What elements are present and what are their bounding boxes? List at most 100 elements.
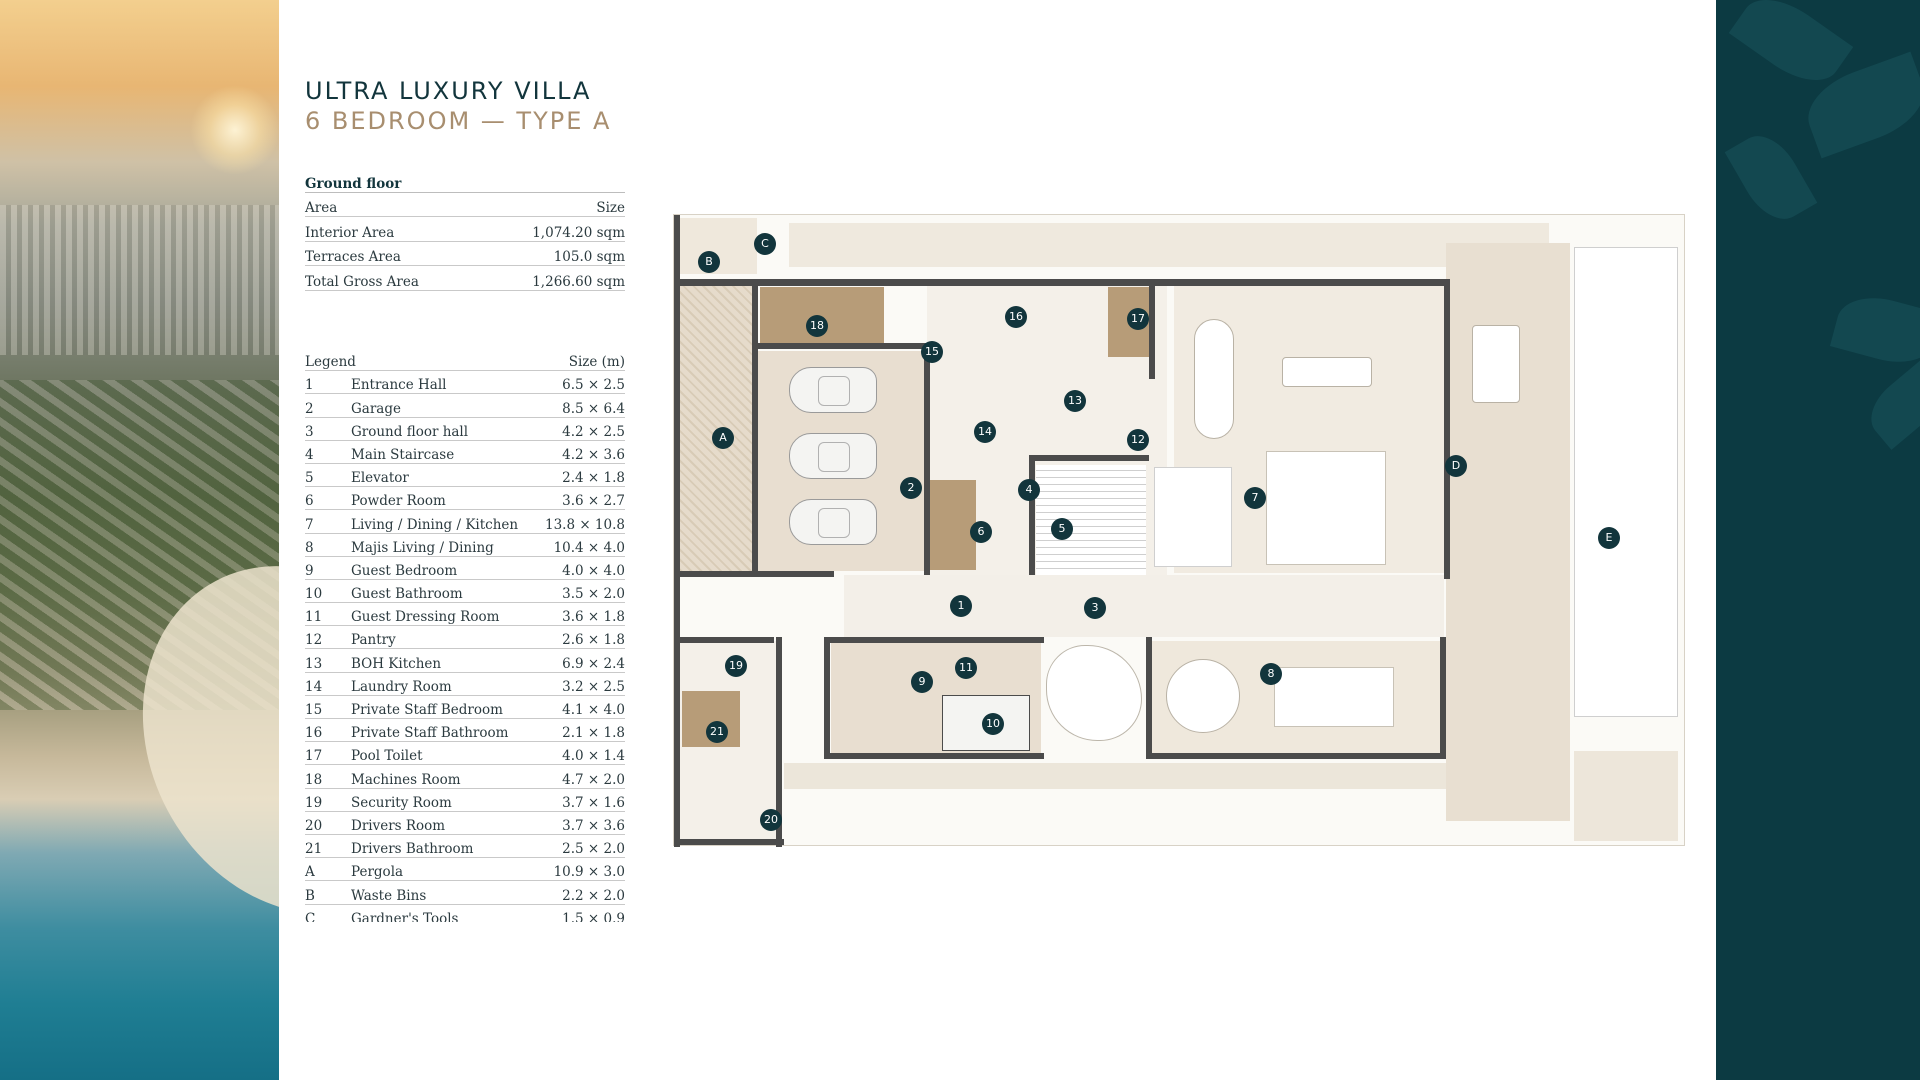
- wall: [1146, 637, 1152, 757]
- swimming-pool: [1574, 247, 1678, 717]
- wall: [1440, 637, 1446, 759]
- legend-header-row: Legend Size (m): [305, 348, 625, 372]
- legend-room-name: Laundry Room: [351, 678, 452, 695]
- area-label: Terraces Area: [305, 249, 401, 265]
- legend-room-size: 3.7 × 1.6: [562, 794, 625, 811]
- room-marker-12: 12: [1127, 429, 1149, 451]
- wall: [776, 637, 782, 847]
- legend-room-name: Powder Room: [351, 493, 446, 510]
- room-marker-3: 3: [1084, 597, 1106, 619]
- room-marker-7: 7: [1244, 487, 1266, 509]
- legend-room-size: 10.9 × 3.0: [553, 864, 625, 881]
- room-marker-2: 2: [900, 477, 922, 499]
- dining-table: [1282, 357, 1372, 387]
- table-row: Interior Area 1,074.20 sqm: [305, 217, 625, 242]
- legend-room-name: Majis Living / Dining: [351, 539, 494, 556]
- legend-col-size: Size (m): [568, 354, 625, 371]
- area-label: Interior Area: [305, 224, 395, 241]
- room-marker-11: 11: [955, 657, 977, 679]
- top-terrace: [789, 223, 1549, 267]
- legend-room-size: 3.6 × 2.7: [562, 493, 625, 510]
- legend-room-size: 3.6 × 1.8: [562, 609, 625, 626]
- wall: [1146, 753, 1446, 759]
- page-subtitle: 6 BEDROOM — TYPE A: [305, 107, 612, 135]
- legend-id: 16: [305, 725, 323, 742]
- legend-id: 2: [305, 400, 314, 417]
- legend-room-size: 2.4 × 1.8: [562, 470, 625, 487]
- legend-id: 20: [305, 817, 323, 834]
- legend-room-name: Pantry: [351, 632, 396, 649]
- courtyard-pool: [1046, 645, 1142, 741]
- room-marker-17: 17: [1127, 308, 1149, 330]
- legend-room-size: 2.5 × 2.0: [562, 841, 625, 858]
- area-value: 105.0 sqm: [553, 249, 625, 265]
- room-marker-5: 5: [1051, 518, 1073, 540]
- legend-room-size: 4.0 × 4.0: [562, 562, 625, 579]
- ground-floor-title: Ground floor: [305, 175, 402, 192]
- col-size: Size: [596, 200, 625, 216]
- area-value: 1,074.20 sqm: [532, 224, 625, 241]
- wall: [1444, 279, 1450, 579]
- legend-room-size: 8.5 × 6.4: [562, 400, 625, 417]
- room-marker-c: C: [754, 233, 776, 255]
- legend-room-name: Drivers Bathroom: [351, 841, 474, 858]
- room-marker-8: 8: [1260, 663, 1282, 685]
- legend-cutoff: [305, 922, 625, 936]
- leaf-icon: [1829, 288, 1920, 372]
- legend-id: 6: [305, 493, 314, 510]
- room-marker-21: 21: [706, 721, 728, 743]
- legend-room-name: Private Staff Bedroom: [351, 702, 503, 718]
- legend-title: Legend: [305, 354, 356, 371]
- legend-room-name: Security Room: [351, 794, 452, 811]
- wall: [674, 637, 774, 643]
- legend-id: 14: [305, 678, 323, 695]
- legend-room-size: 4.2 × 3.6: [562, 446, 625, 463]
- legend-id: B: [305, 887, 315, 904]
- sun-glow: [190, 85, 279, 175]
- wall: [674, 279, 1450, 286]
- room-marker-a: A: [712, 427, 734, 449]
- legend-row: 19 Security Room 3.7 × 1.6: [305, 789, 625, 812]
- ground-floor-table: Ground floor Area Size Interior Area 1,07…: [305, 168, 625, 291]
- legend-room-name: Elevator: [351, 470, 409, 487]
- city-skyline: [0, 205, 279, 355]
- legend-room-size: 2.6 × 1.8: [562, 632, 625, 649]
- majlis-round-table: [1166, 659, 1240, 733]
- room-marker-1: 1: [950, 595, 972, 617]
- legend-room-size: 4.2 × 2.5: [562, 423, 625, 440]
- car-3: [789, 499, 877, 545]
- legend-room-name: Guest Bedroom: [351, 562, 458, 579]
- leaf-icon: [1859, 360, 1920, 450]
- room-marker-19: 19: [725, 655, 747, 677]
- legend-row: 5 Elevator 2.4 × 1.8: [305, 464, 625, 488]
- legend-id: 5: [305, 470, 314, 487]
- room-marker-20: 20: [760, 809, 782, 831]
- legend-room-size: 10.4 × 4.0: [553, 539, 625, 556]
- legend-id: 19: [305, 794, 323, 811]
- legend-row: 6 Powder Room 3.6 × 2.7: [305, 487, 625, 511]
- bottom-terrace: [784, 763, 1564, 789]
- room-marker-14: 14: [974, 421, 996, 443]
- legend-id: 4: [305, 446, 314, 463]
- legend-room-name: Drivers Room: [351, 817, 446, 834]
- area-value: 1,266.60 sqm: [532, 273, 625, 290]
- legend-room-name: Machines Room: [351, 771, 461, 788]
- room-marker-e: E: [1598, 527, 1620, 549]
- wall: [752, 279, 758, 575]
- ground-floor-header-row: Area Size: [305, 193, 625, 217]
- legend-room-size: 4.0 × 1.4: [562, 748, 625, 765]
- leaf-icon: [1724, 124, 1818, 231]
- room-marker-b: B: [698, 251, 720, 273]
- legend-room-size: 13.8 × 10.8: [544, 516, 625, 533]
- legend-room-size: 4.7 × 2.0: [562, 771, 625, 788]
